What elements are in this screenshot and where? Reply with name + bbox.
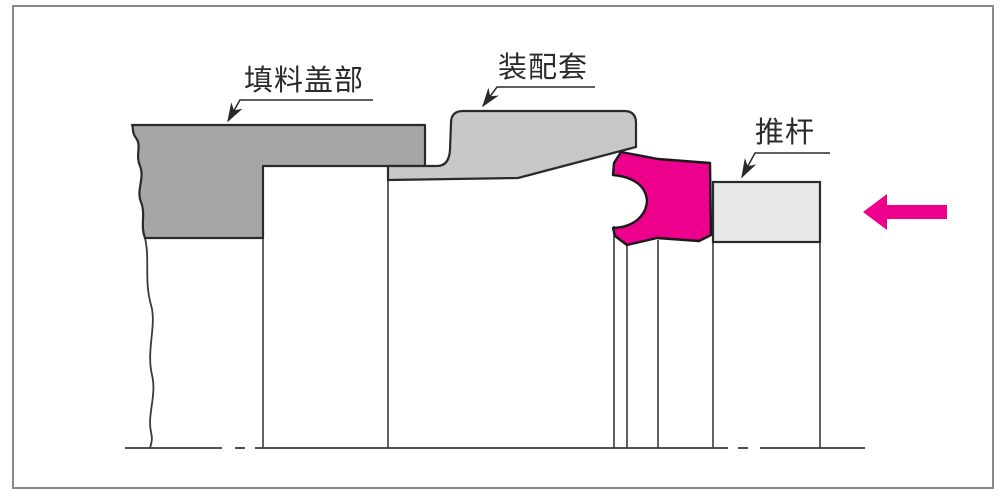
label-push-rod: 推杆 (755, 115, 815, 149)
break-line-lower (144, 237, 155, 449)
leader-assembly-sleeve (482, 86, 595, 108)
label-assembly-sleeve: 装配套 (498, 50, 588, 84)
packing-cover-shape (130, 123, 427, 240)
section-edge-lines (144, 166, 821, 449)
leader-push-rod (741, 152, 830, 179)
assembly-sleeve-shape (386, 109, 638, 182)
push-rod-shape (711, 180, 822, 244)
push-direction-arrow-icon (863, 194, 947, 230)
seal-shape (611, 150, 713, 247)
leader-lines (227, 86, 830, 179)
frame-border (12, 5, 994, 489)
label-packing-cover: 填料盖部 (244, 63, 364, 97)
leader-packing-cover (227, 99, 373, 123)
